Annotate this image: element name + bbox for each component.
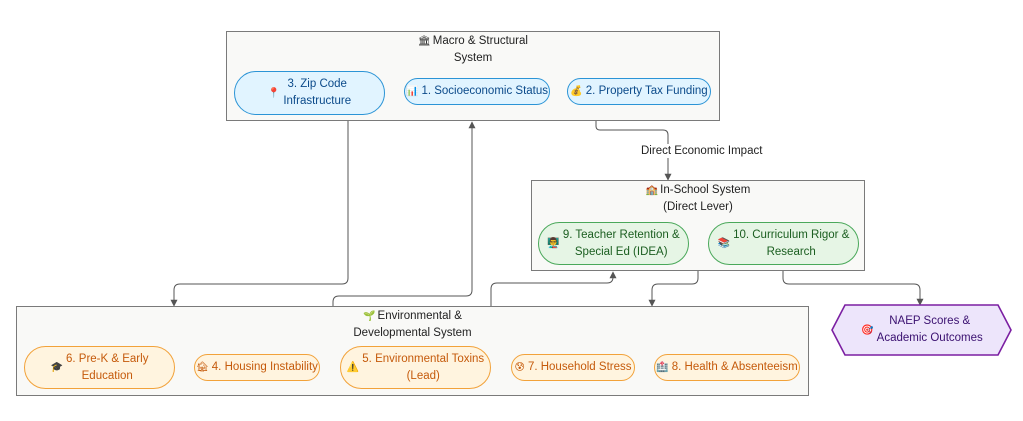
edge-env-to-school <box>490 271 617 306</box>
edge-school-to-env <box>648 271 699 307</box>
node-property-tax[interactable]: 💰2. Property Tax Funding <box>567 78 711 105</box>
node-socioeconomic-label: 1. Socioeconomic Status <box>421 85 549 97</box>
node-prek[interactable]: 🎓6. Pre-K & Early Education <box>24 346 175 389</box>
node-health-label: 8. Health & Absenteeism <box>671 361 798 373</box>
node-toxins[interactable]: ⚠️5. Environmental Toxins (Lead) <box>340 346 491 389</box>
cluster-school-title-line2: (Direct Lever) <box>663 201 733 213</box>
cluster-macro-title-line1: Macro & Structural <box>432 35 528 47</box>
node-teacher-label: 9. Teacher Retention & Special Ed (IDEA) <box>562 228 680 258</box>
edge-macro-to-school <box>595 121 672 181</box>
node-teacher-retention[interactable]: 👨‍🏫9. Teacher Retention & Special Ed (ID… <box>538 222 689 265</box>
cluster-env-title-line2: Developmental System <box>353 327 472 339</box>
graduation-cap-icon: 🎓 <box>50 362 63 373</box>
node-household-label: 7. Household Stress <box>527 361 632 373</box>
bar-chart-icon: 📊 <box>405 86 419 97</box>
cluster-school-title-line1: In-School System <box>660 184 751 196</box>
edge-label-direct-economic-impact: Direct Economic Impact <box>638 144 766 158</box>
node-zip-code[interactable]: 📍3. Zip Code Infrastructure <box>234 71 385 115</box>
cluster-env-title-line1: Environmental & <box>377 310 462 322</box>
seedling-icon: 🌱 <box>363 311 376 322</box>
bank-icon: 🏛 <box>418 36 431 47</box>
cluster-macro-title-line2: System <box>453 52 493 64</box>
hospital-icon: 🏥 <box>656 362 669 373</box>
node-housing-label: 4. Housing Instability <box>211 361 318 373</box>
node-curriculum-label: 10. Curriculum Rigor & Research <box>733 228 850 258</box>
teacher-icon: 👨‍🏫 <box>547 238 560 249</box>
node-outcome-label: NAEP Scores & Academic Outcomes <box>876 315 983 344</box>
money-bag-icon: 💰 <box>570 86 583 97</box>
cluster-env-title: 🌱Environmental & Developmental System <box>17 308 808 341</box>
node-health[interactable]: 🏥8. Health & Absenteeism <box>654 354 800 381</box>
books-icon: 📚 <box>717 238 731 249</box>
node-household-stress[interactable]: 😰7. Household Stress <box>511 354 635 381</box>
school-icon: 🏫 <box>645 185 659 196</box>
node-zip-code-label: 3. Zip Code Infrastructure <box>283 78 352 107</box>
edge-school-to-outcome <box>782 271 924 306</box>
cluster-macro-title: 🏛Macro & Structural System <box>227 33 719 66</box>
node-outcome[interactable]: 🎯NAEP Scores & Academic Outcomes <box>838 305 1006 355</box>
node-curriculum[interactable]: 📚10. Curriculum Rigor & Research <box>708 222 859 265</box>
node-prek-label: 6. Pre-K & Early Education <box>66 352 149 382</box>
pin-icon: 📍 <box>267 87 281 99</box>
node-housing[interactable]: 🏚4. Housing Instability <box>194 354 320 381</box>
node-property-tax-label: 2. Property Tax Funding <box>585 85 708 97</box>
house-icon: 🏚 <box>196 362 209 373</box>
target-icon: 🎯 <box>861 324 874 336</box>
cluster-school-title: 🏫In-School System (Direct Lever) <box>532 182 864 215</box>
edge-env-to-macro <box>332 121 476 306</box>
node-socioeconomic[interactable]: 📊1. Socioeconomic Status <box>404 78 550 105</box>
node-toxins-label: 5. Environmental Toxins (Lead) <box>362 352 485 382</box>
warning-icon: ⚠️ <box>346 362 360 373</box>
edge-macro-to-env <box>170 121 349 307</box>
anxious-face-icon: 😰 <box>514 362 525 373</box>
